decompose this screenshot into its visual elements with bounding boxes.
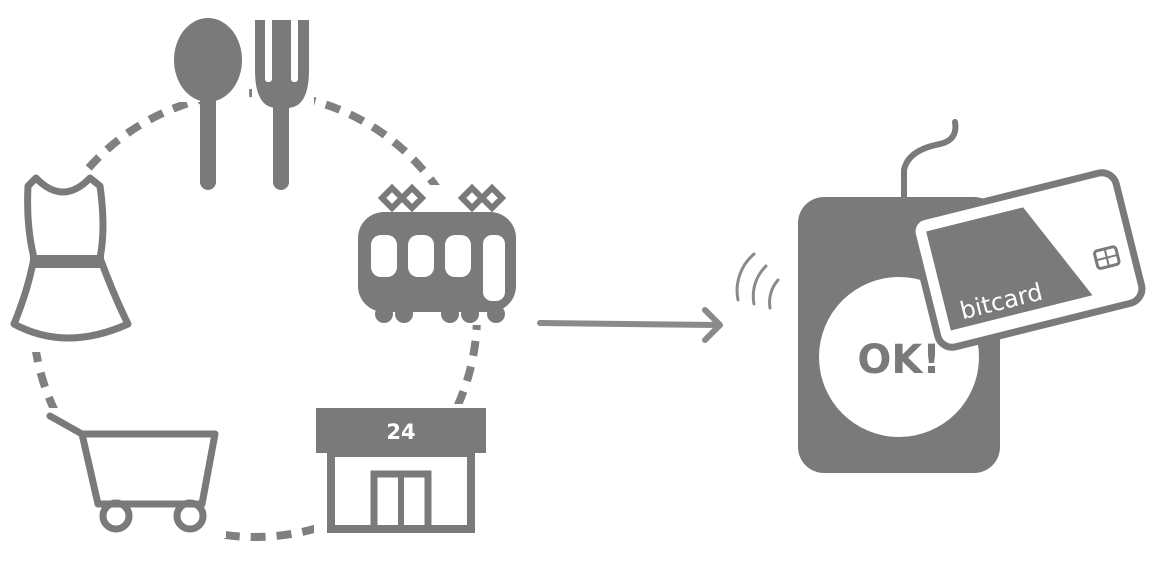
ic-card-icon: bitcard [908,169,1146,351]
dress-icon [6,172,136,352]
store-sign-text: 24 [386,420,415,444]
spoon-fork-icon [170,16,314,190]
train-icon [352,183,524,325]
nfc-signal-icon [735,252,780,310]
shopping-cart-icon [44,408,226,538]
arrow-right-icon [537,307,723,343]
reader-status-text: OK! [857,337,940,383]
convenience-store-icon: 24 [314,404,490,538]
